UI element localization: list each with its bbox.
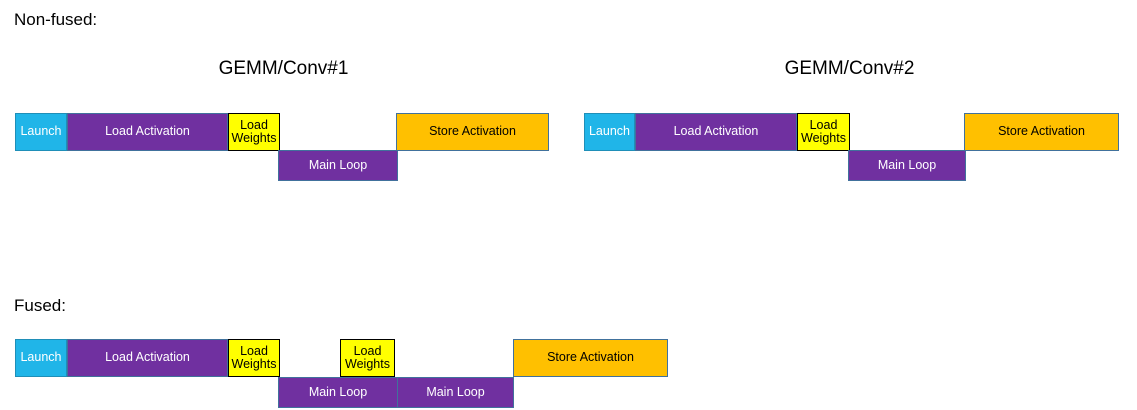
block-load-weights: Load Weights [797, 113, 850, 151]
block-launch: Launch [15, 113, 67, 151]
block-load-weights: Load Weights [340, 339, 395, 377]
block-store-activation: Store Activation [964, 113, 1119, 151]
block-load-weights: Load Weights [228, 339, 280, 377]
block-main-loop: Main Loop [278, 377, 398, 408]
block-load-weights: Load Weights [228, 113, 280, 151]
block-main-loop: Main Loop [848, 150, 966, 181]
group-title-gemm-conv-1: GEMM/Conv#1 [218, 58, 349, 79]
block-main-loop: Main Loop [278, 150, 398, 181]
block-store-activation: Store Activation [513, 339, 668, 377]
section-label-non-fused: Non-fused: [14, 10, 98, 29]
block-load-activation: Load Activation [635, 113, 797, 151]
block-launch: Launch [15, 339, 67, 377]
group-title-gemm-conv-2: GEMM/Conv#2 [784, 58, 915, 79]
block-load-activation: Load Activation [67, 339, 228, 377]
block-load-activation: Load Activation [67, 113, 228, 151]
block-store-activation: Store Activation [396, 113, 549, 151]
block-launch: Launch [584, 113, 635, 151]
block-main-loop: Main Loop [397, 377, 514, 408]
section-label-fused: Fused: [14, 296, 66, 315]
